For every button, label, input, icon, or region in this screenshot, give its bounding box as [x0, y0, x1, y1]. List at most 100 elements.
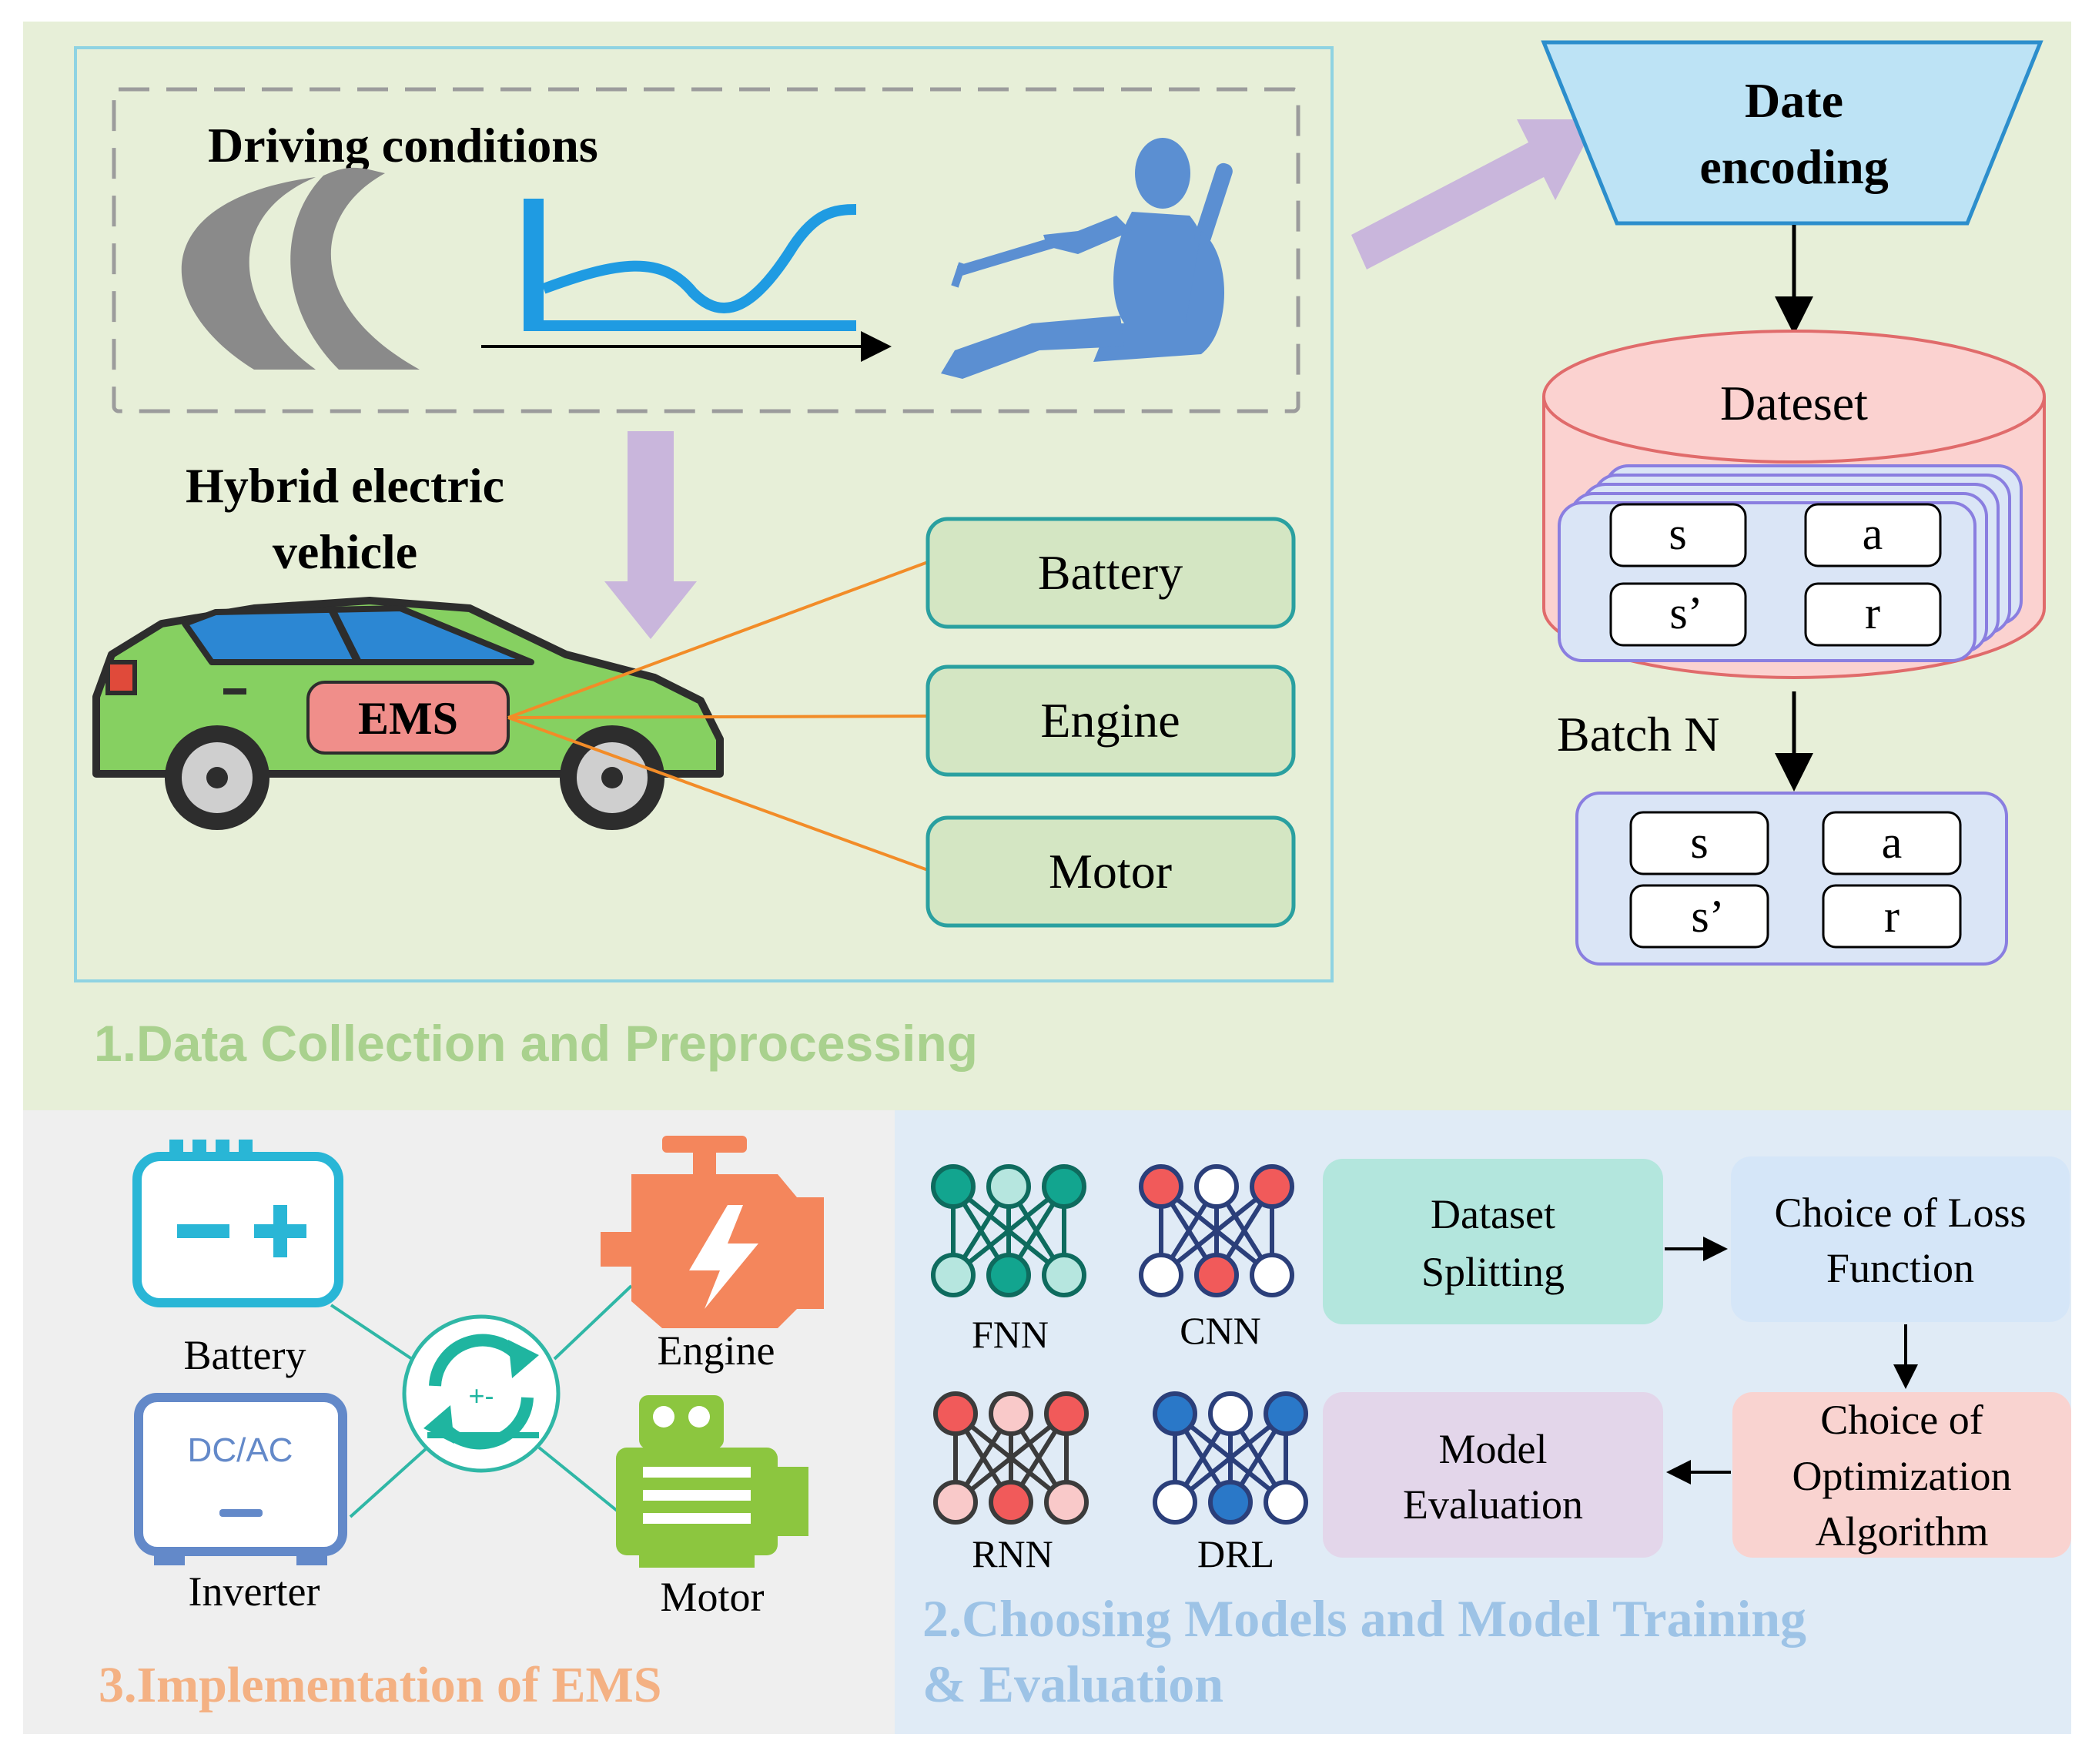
impl-label-motor: Motor	[661, 1574, 765, 1620]
sync-hub-icon: +-	[402, 1314, 561, 1473]
dataset-cell-s-prime: s’	[1609, 582, 1747, 647]
model-label-rnn: RNN	[972, 1532, 1053, 1575]
ems-connectors	[507, 561, 929, 872]
network-node	[1153, 1480, 1197, 1525]
network-edge	[1160, 1184, 1274, 1277]
network-node	[1194, 1164, 1239, 1209]
network-edge	[1173, 1411, 1287, 1505]
section2-title-line1: 2.Choosing Models and Model Training	[922, 1589, 1806, 1648]
svg-text:Optimization: Optimization	[1792, 1453, 2012, 1499]
step-dataset-splitting: Dataset Splitting	[1323, 1159, 1663, 1324]
network-edge	[952, 1184, 1066, 1277]
svg-text:a: a	[1863, 508, 1883, 559]
inverter-text: DC/AC	[188, 1431, 293, 1469]
model-label-drl: DRL	[1197, 1532, 1274, 1575]
inverter-icon: DC/AC	[134, 1393, 347, 1565]
svg-text:a: a	[1882, 817, 1903, 868]
network-node	[933, 1391, 978, 1436]
network-node	[1153, 1391, 1197, 1436]
down-arrow	[604, 431, 697, 639]
network-node	[1250, 1164, 1294, 1209]
hev-title-line2: vehicle	[273, 524, 417, 579]
batch-cell-s: s	[1629, 811, 1769, 875]
fnn-network-icon	[931, 1164, 1086, 1297]
svg-text:r: r	[1884, 891, 1900, 942]
data-encoding-block: Date encoding	[1541, 40, 2043, 226]
svg-text:s: s	[1669, 508, 1686, 559]
model-label-cnn: CNN	[1180, 1309, 1261, 1352]
svg-text:s: s	[1690, 817, 1708, 868]
svg-text:Choice of Loss: Choice of Loss	[1775, 1190, 2027, 1236]
network-node	[986, 1164, 1031, 1209]
network-node	[931, 1253, 976, 1297]
hub-connectors	[330, 1284, 633, 1518]
svg-text:Algorithm: Algorithm	[1816, 1508, 1989, 1555]
network-node	[986, 1253, 1031, 1297]
impl-label-inverter: Inverter	[189, 1568, 320, 1615]
component-motor: Motor	[926, 815, 1296, 928]
dataset-cylinder: Dateset s a s’ r	[1542, 330, 2046, 679]
motor-icon	[616, 1395, 808, 1568]
component-label-battery: Battery	[1038, 545, 1183, 600]
component-battery: Battery	[926, 517, 1296, 629]
road-icon	[181, 167, 420, 370]
component-label-motor: Motor	[1049, 844, 1172, 899]
vehicle-frame	[74, 46, 1334, 982]
section1-title: 1.Data Collection and Preprocessing	[94, 1015, 978, 1072]
model-label-fnn: FNN	[972, 1313, 1049, 1356]
batch-label: Batch N	[1557, 707, 1720, 761]
encoding-line2: encoding	[1699, 139, 1888, 194]
section-model-training: FNN CNN RNN DRL Dataset Splitting Choice…	[895, 1110, 2071, 1734]
svg-text:r: r	[1865, 587, 1880, 638]
svg-text:s’: s’	[1691, 891, 1724, 942]
svg-text:Model: Model	[1439, 1426, 1548, 1472]
driver-icon	[941, 138, 1233, 379]
section2-title-line2: & Evaluation	[922, 1655, 1223, 1713]
network-node	[1208, 1391, 1253, 1436]
network-node	[1194, 1253, 1239, 1297]
svg-text:Choice of: Choice of	[1820, 1397, 1983, 1443]
network-node	[1139, 1253, 1183, 1297]
impl-label-engine: Engine	[658, 1327, 775, 1374]
driving-conditions-frame	[112, 87, 1300, 413]
batch-box: s a s’ r	[1575, 792, 2008, 966]
battery-icon	[132, 1140, 343, 1307]
dataset-cell-a: a	[1804, 503, 1942, 567]
impl-label-battery: Battery	[184, 1332, 306, 1378]
section-implementation: Battery Engine +- DC/AC Inverter	[23, 1110, 895, 1734]
network-node	[1044, 1480, 1089, 1525]
network-node	[933, 1480, 978, 1525]
component-label-engine: Engine	[1040, 693, 1180, 748]
dataset-cell-s: s	[1609, 503, 1747, 567]
dataset-label: Dateset	[1720, 376, 1868, 430]
network-node	[1208, 1480, 1253, 1525]
engine-icon	[601, 1136, 824, 1328]
batch-cell-s-prime: s’	[1629, 884, 1769, 949]
dataset-cell-r: r	[1804, 582, 1942, 647]
network-node	[989, 1480, 1033, 1525]
driving-conditions-title: Driving conditions	[208, 118, 598, 172]
network-node	[1139, 1164, 1183, 1209]
network-node	[1250, 1253, 1294, 1297]
svg-text:Evaluation: Evaluation	[1403, 1481, 1583, 1528]
speed-profile-icon	[481, 199, 892, 362]
hev-title-line1: Hybrid electric	[186, 458, 504, 513]
network-node	[931, 1164, 976, 1209]
drl-network-icon	[1153, 1391, 1308, 1525]
section-data-collection: Driving conditions Hybrid e	[23, 22, 2071, 1110]
section3-title: 3.Implementation of EMS	[99, 1657, 661, 1713]
batch-cell-r: r	[1822, 884, 1962, 949]
component-engine: Engine	[926, 664, 1296, 777]
diagonal-arrow	[1351, 119, 1598, 269]
svg-text:s’: s’	[1669, 587, 1702, 638]
step-optimization-algorithm: Choice of Optimization Algorithm	[1732, 1392, 2071, 1558]
batch-cell-a: a	[1822, 811, 1962, 875]
step-model-evaluation: Model Evaluation	[1323, 1392, 1663, 1558]
network-node	[1264, 1480, 1308, 1525]
ems-label: EMS	[358, 693, 458, 744]
network-node	[1264, 1391, 1308, 1436]
cnn-network-icon	[1139, 1164, 1294, 1297]
rnn-network-icon	[933, 1391, 1089, 1525]
svg-text:Function: Function	[1826, 1245, 1974, 1291]
